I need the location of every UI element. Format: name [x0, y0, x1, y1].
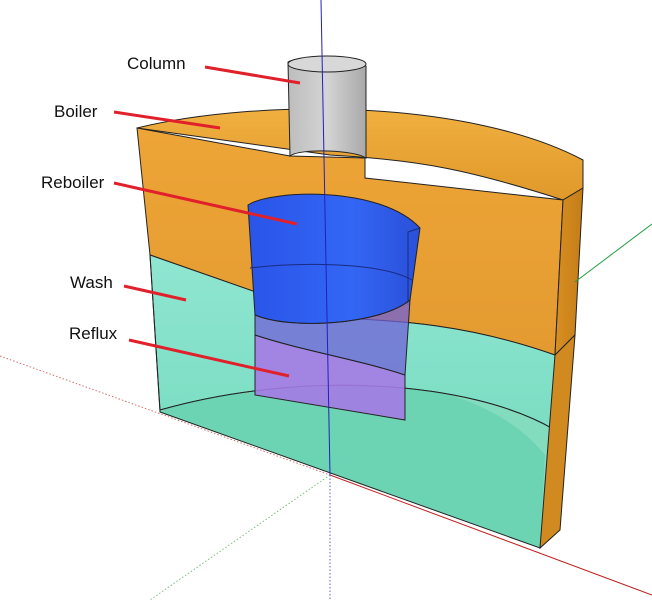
leader-line-boiler: [113, 110, 221, 130]
axis-red: [329, 474, 652, 596]
leader-line-column: [204, 65, 301, 85]
reboiler-band-line: [249, 263, 413, 281]
reboiler-notch: [407, 227, 421, 305]
axis-green-dotted: [149, 474, 331, 600]
boiler-side-lower: [539, 333, 576, 550]
label-column: Column: [127, 54, 186, 73]
leader-line-reflux: [128, 338, 290, 378]
reboiler-body: [247, 193, 421, 324]
leader-line-wash: [123, 284, 187, 302]
axis-red-dotted: [0, 355, 331, 476]
axis-green: [574, 223, 652, 283]
wash-left-edge: [149, 254, 161, 413]
label-wash: Wash: [70, 273, 113, 292]
label-reflux: Reflux: [69, 324, 118, 343]
leader-line-reboiler: [113, 181, 298, 226]
label-reboiler: Reboiler: [41, 173, 105, 192]
column-top-rim: [287, 55, 367, 73]
reflux-top-shade: [254, 298, 411, 376]
label-boiler: Boiler: [54, 102, 98, 121]
axis-blue: [320, 0, 331, 476]
